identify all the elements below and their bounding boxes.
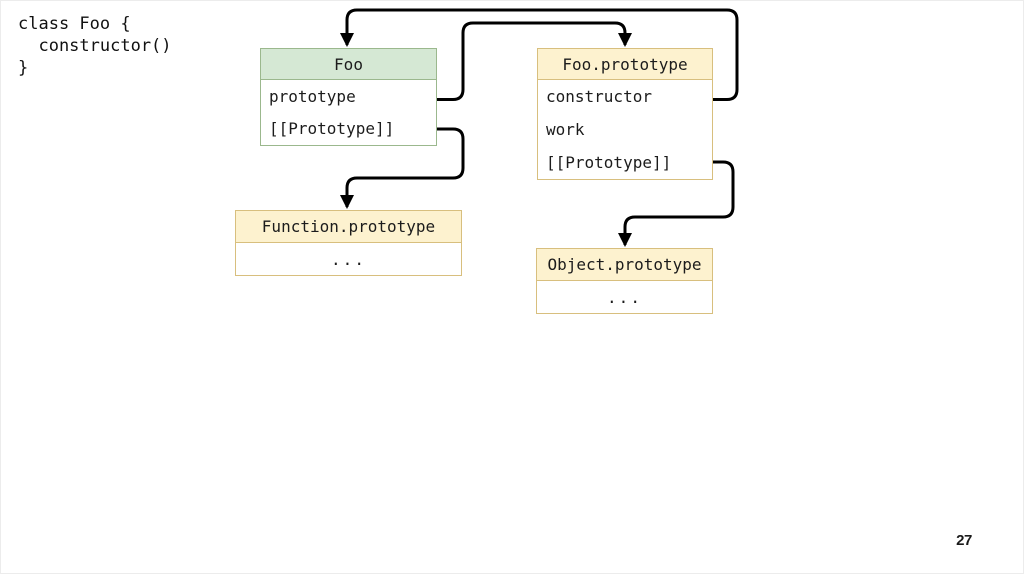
foo-prototype-box-title: Foo.prototype xyxy=(538,49,712,80)
row-internal-prototype: [[Prototype]] xyxy=(269,119,395,139)
code-line: class Foo { xyxy=(18,14,131,34)
foo-box: Foo prototype [[Prototype]] xyxy=(260,48,437,146)
code-line: } xyxy=(18,58,29,78)
row-internal-prototype: [[Prototype]] xyxy=(546,153,672,172)
row-constructor: constructor xyxy=(546,87,652,106)
function-prototype-box-title: Function.prototype xyxy=(236,211,461,243)
row-work: work xyxy=(546,120,585,139)
code-line: constructor() xyxy=(18,36,172,56)
page-number: 27 xyxy=(956,532,972,549)
foo-prototype-box: Foo.prototype constructor work [[Prototy… xyxy=(537,48,713,180)
row-prototype: prototype xyxy=(269,86,356,106)
row-ellipsis: ... xyxy=(607,287,642,307)
function-prototype-box: Function.prototype ... xyxy=(235,210,462,276)
foo-box-title: Foo xyxy=(261,49,436,80)
code-snippet: class Foo { constructor() } xyxy=(18,13,172,79)
object-prototype-box-title: Object.prototype xyxy=(537,249,712,281)
row-ellipsis: ... xyxy=(331,249,366,269)
object-prototype-box: Object.prototype ... xyxy=(536,248,713,314)
